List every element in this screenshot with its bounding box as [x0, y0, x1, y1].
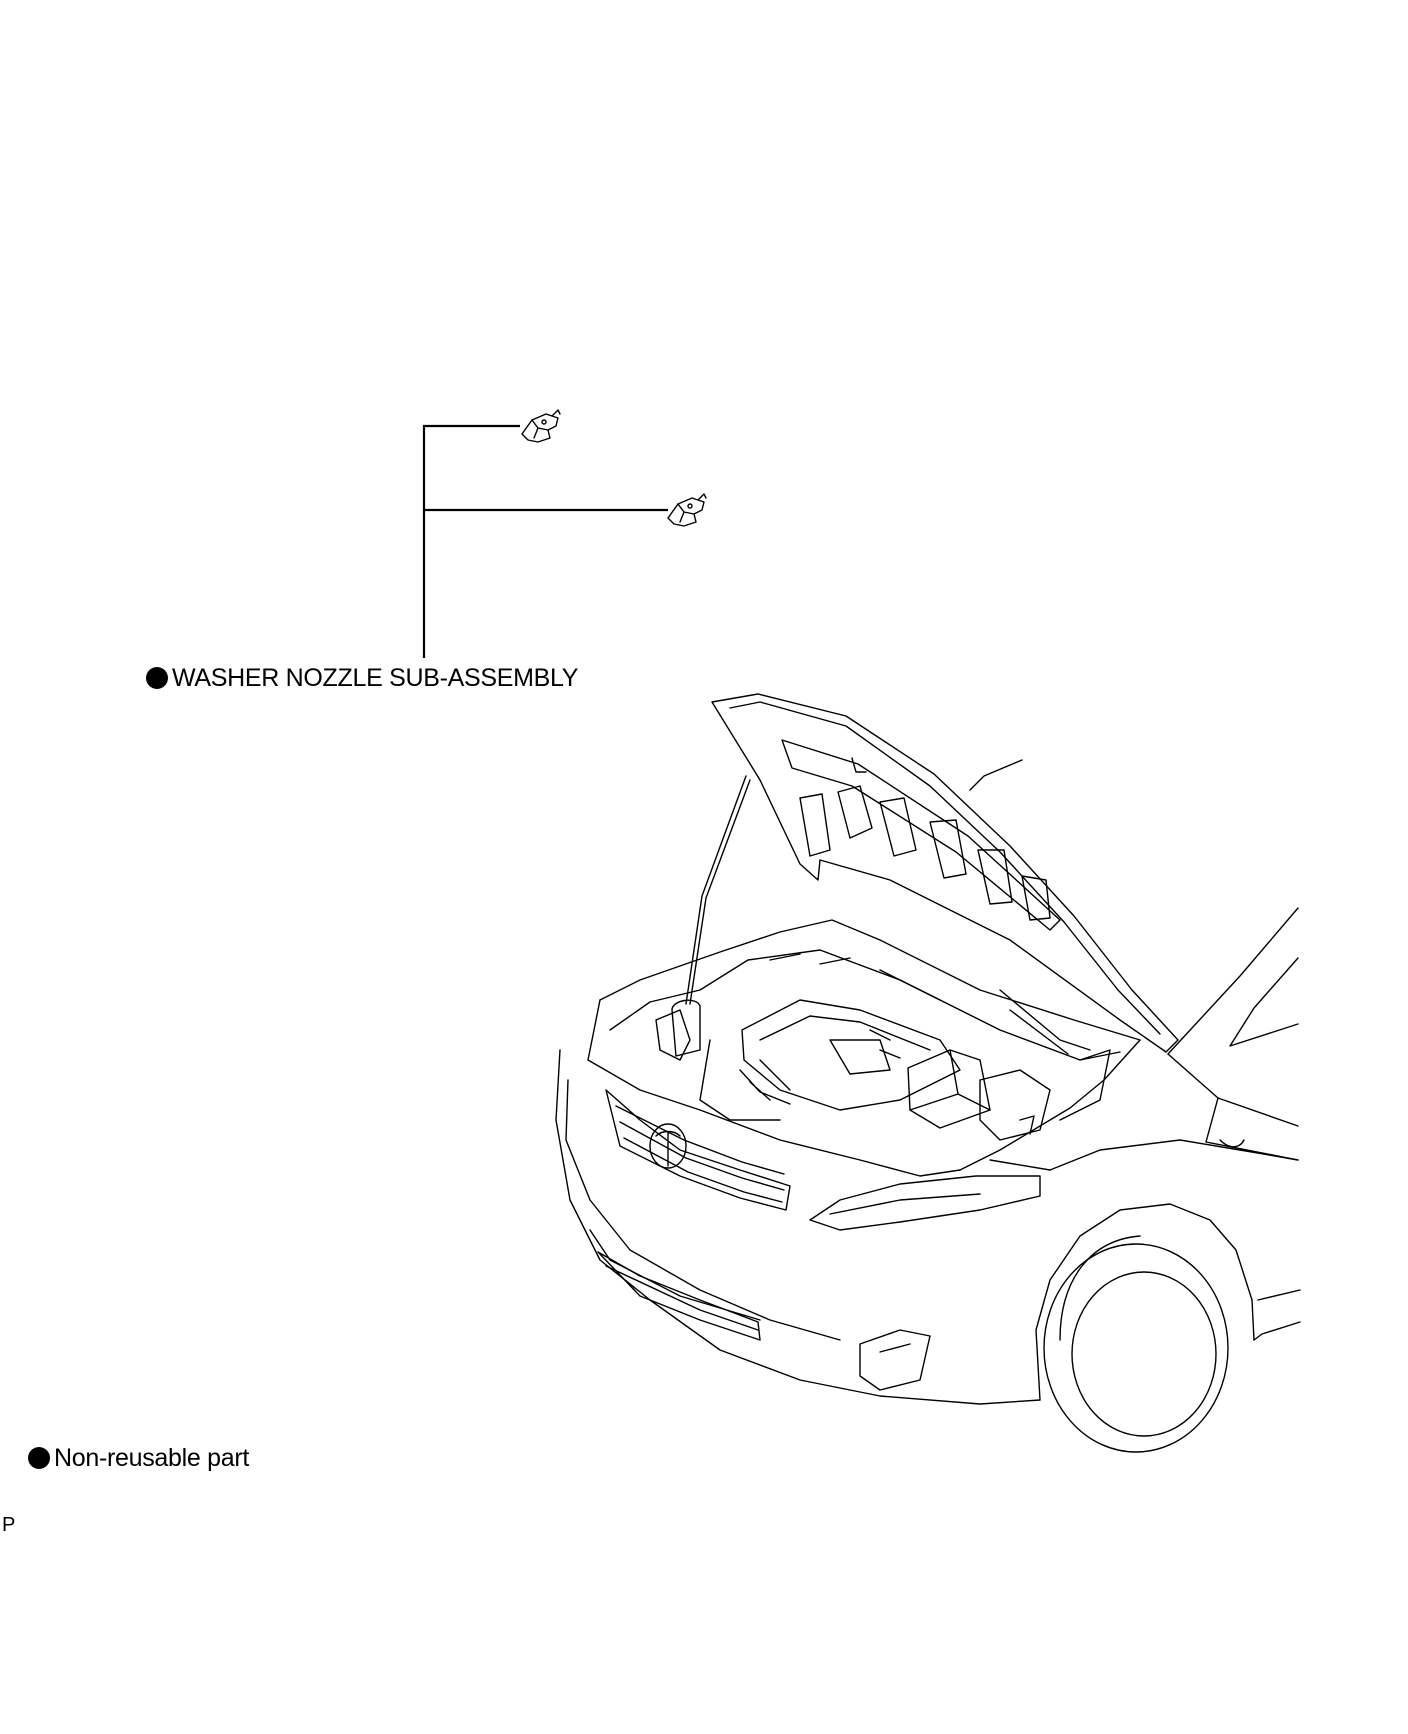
leader-line-upper: [422, 424, 520, 658]
washer-nozzle-icon: [667, 493, 707, 527]
corner-mark: P: [2, 1514, 16, 1536]
tire-inner: [1071, 1271, 1217, 1437]
headlight: [809, 1175, 1041, 1231]
grille: [605, 1089, 791, 1211]
tire-outer: [1043, 1243, 1229, 1453]
washer-nozzle-icon: [521, 409, 561, 443]
part-callout-label: WASHER NOZZLE SUB-ASSEMBLY: [146, 666, 578, 691]
fog-lamp: [859, 1329, 931, 1391]
wheel-arch: [1035, 1203, 1255, 1401]
hood-outer: [711, 693, 1179, 1053]
part-name-text: WASHER NOZZLE SUB-ASSEMBLY: [172, 664, 579, 692]
legend-non-reusable-text: Non-reusable part: [54, 1444, 250, 1472]
leader-lines: [422, 424, 668, 658]
non-reusable-dot-icon: [28, 1447, 50, 1469]
non-reusable-dot-icon: [146, 667, 168, 689]
vehicle-illustration: [555, 693, 1301, 1453]
bumper-outline: [555, 1049, 1041, 1405]
emblem: [649, 1123, 687, 1169]
legend: Non-reusable part: [28, 1446, 249, 1471]
